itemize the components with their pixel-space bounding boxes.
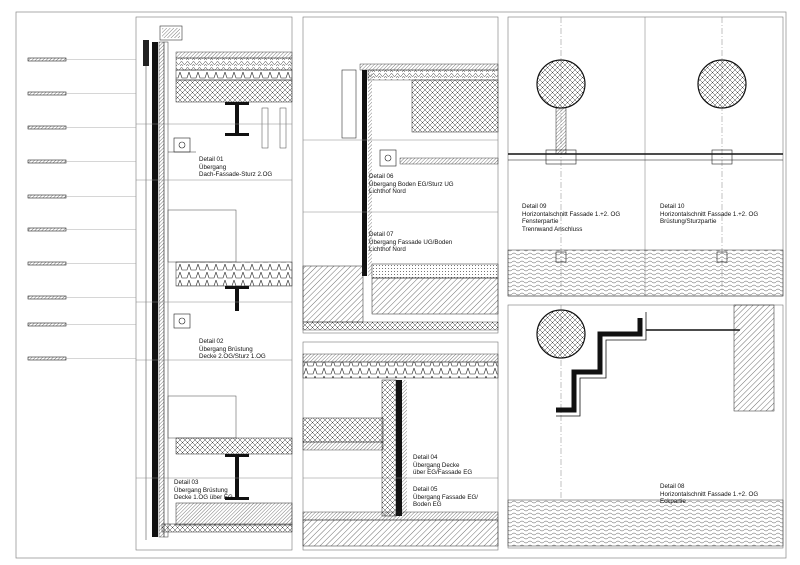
detail-09-line-4: Trennwand Anschluss: [522, 225, 583, 233]
detail-06-label: Detail 06 Übergang Boden EG/Sturz UG Lic…: [369, 173, 454, 196]
detail-09-line-2: Horizontalschnitt Fassade 1.+2. OG: [522, 210, 621, 218]
sheet-frame: [15, 11, 787, 559]
detail-10-line-3: Brüstung/Sturzpartie: [660, 218, 717, 226]
detail-08-line-2: Horizontalschnitt Fassade 1.+2. OG: [660, 490, 759, 498]
detail-10-line-1: Detail 10: [660, 203, 685, 210]
detail-04-line-2: Übergang Decke: [413, 461, 460, 469]
detail-06-line-1: Detail 06: [369, 173, 394, 180]
detail-08-line-1: Detail 08: [660, 483, 685, 490]
detail-05-line-3: Boden EG: [413, 501, 442, 509]
panel-right-bottom: [507, 304, 784, 549]
detail-05-line-2: Übergang Fassade EG/: [413, 493, 479, 501]
detail-01-label: Detail 01 Übergang Dach-Fassade-Sturz 2.…: [199, 156, 272, 179]
detail-02-line-1: Detail 02: [199, 338, 224, 345]
detail-10-label: Detail 10 Horizontalschnitt Fassade 1.+2…: [660, 203, 758, 226]
detail-07-label: Detail 07 Übergang Fassade UG/Boden Lich…: [369, 231, 452, 254]
detail-01-line-1: Detail 01: [199, 156, 224, 163]
detail-09-line-1: Detail 09: [522, 203, 547, 210]
detail-07-line-1: Detail 07: [369, 231, 394, 238]
detail-02-line-2: Übergang Brüstung: [199, 345, 253, 353]
detail-06-line-3: Lichthof Nord: [369, 188, 406, 196]
detail-03-label: Detail 03 Übergang Brüstung Decke 1.OG ü…: [174, 479, 233, 502]
detail-10-line-2: Horizontalschnitt Fassade 1.+2. OG: [660, 210, 759, 218]
detail-01-line-3: Dach-Fassade-Sturz 2.OG: [199, 171, 273, 179]
louvre-blades: [27, 57, 67, 361]
middle-bottom-section-drawing: [302, 353, 499, 547]
panel-middle-top: [302, 16, 499, 334]
right-top-plan-drawings: [507, 17, 784, 297]
detail-03-line-1: Detail 03: [174, 479, 199, 486]
detail-04-label: Detail 04 Übergang Decke über EG/Fassade…: [413, 454, 472, 477]
detail-09-line-3: Fensterpartie: [522, 218, 559, 226]
left-section-drawing: [27, 25, 293, 540]
detail-02-line-3: Decke 2.OG/Sturz 1.OG: [199, 353, 266, 361]
detail-07-line-2: Übergang Fassade UG/Boden: [369, 238, 453, 246]
detail-01-line-2: Übergang: [199, 163, 227, 171]
detail-06-line-2: Übergang Boden EG/Sturz UG: [369, 180, 454, 188]
detail-03-line-2: Übergang Brüstung: [174, 486, 228, 494]
detail-09-label: Detail 09 Horizontalschnitt Fassade 1.+2…: [522, 203, 620, 233]
detail-08-line-3: Eckpartie: [660, 498, 686, 506]
detail-04-line-3: über EG/Fassade EG: [413, 469, 473, 477]
middle-top-section-drawing: [302, 63, 499, 331]
detail-07-line-3: Lichthof Nord: [369, 246, 406, 254]
detail-03-line-3: Decke 1.OG über EG: [174, 494, 233, 502]
right-bottom-plan-drawing: [507, 304, 784, 547]
detail-04-line-1: Detail 04: [413, 454, 438, 461]
detail-05-label: Detail 05 Übergang Fassade EG/ Boden EG: [413, 486, 478, 509]
detail-02-label: Detail 02 Übergang Brüstung Decke 2.OG/S…: [199, 338, 266, 361]
detail-05-line-1: Detail 05: [413, 486, 438, 493]
detail-08-label: Detail 08 Horizontalschnitt Fassade 1.+2…: [660, 483, 758, 506]
